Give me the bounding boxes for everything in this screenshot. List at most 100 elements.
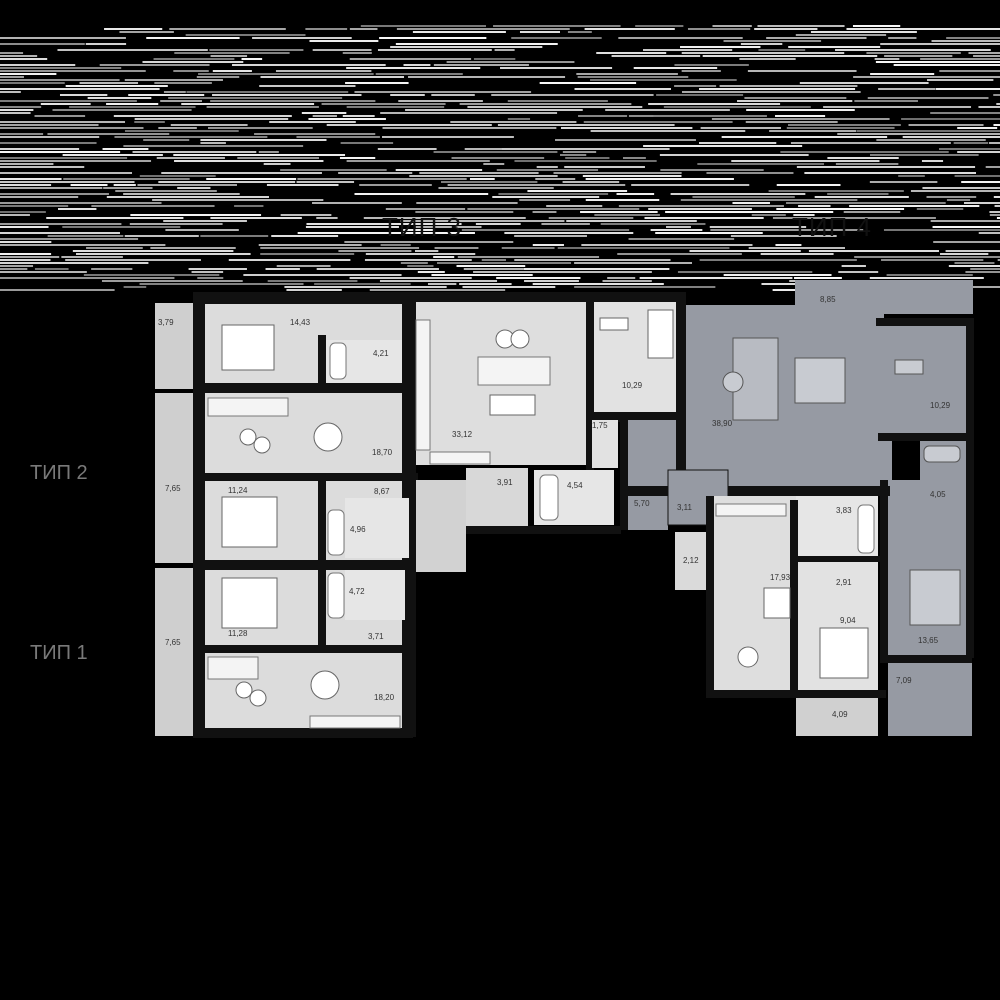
- noise-stripe: [113, 184, 136, 186]
- noise-stripe: [827, 193, 889, 195]
- b-niche: [675, 532, 712, 590]
- noise-stripe: [186, 91, 349, 93]
- area-label: 4,09: [832, 710, 848, 719]
- noise-stripe: [0, 37, 126, 39]
- noise-stripe: [893, 64, 1000, 66]
- noise-stripe: [849, 205, 980, 207]
- noise-stripe: [314, 283, 411, 285]
- noise-stripe: [46, 217, 184, 219]
- noise-stripe: [985, 166, 1000, 168]
- noise-stripe: [346, 67, 481, 69]
- noise-stripe: [405, 109, 583, 111]
- noise-stripe: [344, 241, 514, 243]
- noise-stripe: [431, 94, 475, 96]
- noise-stripe: [91, 205, 215, 207]
- noise-stripe: [699, 259, 857, 261]
- noise-stripe: [191, 271, 224, 273]
- noise-stripe: [137, 184, 237, 186]
- noise-stripe: [643, 145, 803, 147]
- noise-stripe: [65, 85, 168, 87]
- noise-stripe: [241, 58, 263, 60]
- area-label: 7,65: [165, 484, 181, 493]
- area-label: 7,65: [165, 638, 181, 647]
- dining-table: [310, 670, 340, 700]
- balcony-left-t2: [155, 393, 193, 563]
- type-3-label: ТИП 3: [382, 212, 462, 242]
- noise-stripe: [161, 172, 322, 174]
- noise-stripe: [869, 181, 938, 183]
- noise-stripe: [467, 106, 643, 108]
- noise-stripe: [659, 154, 809, 156]
- noise-stripe: [177, 187, 211, 189]
- noise-stripe: [142, 61, 244, 63]
- armchair: [510, 329, 530, 349]
- noise-stripe: [852, 25, 901, 27]
- noise-stripe: [280, 169, 387, 171]
- noise-stripe: [395, 169, 483, 171]
- noise-stripe: [796, 166, 976, 168]
- noise-stripe: [523, 268, 670, 270]
- noise-stripe: [712, 25, 752, 27]
- noise-stripe: [154, 82, 212, 84]
- noise-stripe: [835, 163, 899, 165]
- area-label: 9,04: [840, 616, 856, 625]
- noise-stripe: [578, 115, 628, 117]
- noise-stripe: [930, 112, 1000, 114]
- noise-stripe: [0, 127, 144, 129]
- noise-stripe: [810, 31, 917, 33]
- noise-stripe: [463, 268, 524, 270]
- noise-stripe: [524, 280, 579, 282]
- sofa: [477, 356, 551, 386]
- noise-stripe: [47, 235, 124, 237]
- noise-stripe: [798, 205, 831, 207]
- noise-stripe: [710, 229, 864, 231]
- noise-stripe: [946, 199, 971, 201]
- area-label: 8,85: [820, 295, 836, 304]
- noise-stripe: [699, 142, 777, 144]
- area-label: 4,96: [350, 525, 366, 534]
- noise-stripe: [401, 229, 435, 231]
- noise-stripe: [996, 103, 1000, 105]
- noise-stripe: [99, 64, 210, 66]
- noise-stripe: [922, 187, 1000, 189]
- noise-stripe: [856, 130, 1000, 132]
- dining-table: [763, 587, 791, 619]
- noise-stripe: [492, 196, 600, 198]
- noise-stripe: [158, 181, 296, 183]
- noise-stripe: [306, 223, 462, 225]
- noise-stripe: [475, 223, 521, 225]
- noise-stripe: [945, 250, 1000, 252]
- noise-stripe: [539, 82, 637, 84]
- noise-stripe: [360, 25, 487, 27]
- noise-stripe: [456, 265, 526, 267]
- noise-stripe: [494, 49, 515, 51]
- noise-stripe: [170, 124, 248, 126]
- noise-stripe: [462, 286, 556, 288]
- wall: [466, 526, 621, 534]
- noise-stripe: [106, 103, 159, 105]
- noise-stripe: [34, 268, 69, 270]
- noise-stripe: [70, 184, 108, 186]
- corridor: [416, 480, 466, 572]
- noise-stripe: [0, 253, 52, 255]
- noise-stripe: [398, 100, 483, 102]
- noise-stripe: [0, 76, 24, 78]
- noise-stripe: [419, 172, 539, 174]
- noise-stripe: [994, 205, 1000, 207]
- noise-stripe: [209, 49, 304, 51]
- noise-stripe: [150, 247, 236, 249]
- noise-stripe: [267, 280, 358, 282]
- noise-stripe: [156, 157, 225, 159]
- noise-stripe: [681, 52, 845, 54]
- noise-stripe: [883, 229, 1000, 231]
- noise-stripe: [965, 271, 1000, 273]
- noise-stripe: [464, 148, 502, 150]
- noise-stripe: [415, 211, 514, 213]
- noise-stripe: [500, 67, 613, 69]
- wall: [193, 292, 205, 737]
- noise-stripe: [692, 196, 795, 198]
- noise-stripe: [532, 244, 564, 246]
- noise-stripe: [493, 25, 621, 27]
- noise-stripe: [349, 58, 472, 60]
- noise-stripe: [181, 103, 315, 105]
